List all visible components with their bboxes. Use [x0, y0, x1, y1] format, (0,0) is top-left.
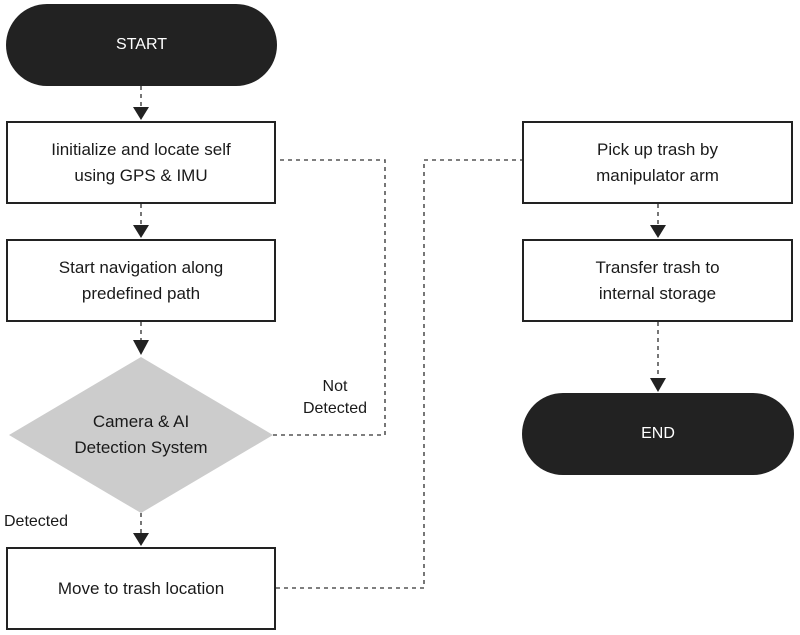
move-label: Move to trash location: [57, 578, 225, 598]
arrowhead-nav: [133, 225, 149, 238]
transfer-step: Transfer trash to internal storage: [522, 239, 793, 322]
navigation-step: Start navigation along predefined path: [6, 239, 276, 322]
transfer-label-line1: Transfer trash to: [595, 257, 720, 277]
arrowhead-move: [133, 533, 149, 546]
connector-move-to-pickup: [276, 159, 522, 589]
init-step: Iinitialize and locate self using GPS & …: [6, 121, 276, 204]
decision-label: Camera & AI Detection System: [41, 400, 241, 470]
not-detected-line1: Not: [322, 378, 348, 395]
detect-label-line1: Camera & AI: [92, 412, 190, 431]
start-label: START: [116, 36, 167, 53]
end-label: END: [641, 425, 675, 442]
detected-text: Detected: [4, 513, 69, 530]
arrowhead-init: [133, 107, 149, 120]
nav-label-line2: predefined path: [81, 283, 201, 303]
detected-edge-label: Detected: [4, 511, 68, 533]
pickup-step: Pick up trash by manipulator arm: [522, 121, 793, 204]
transfer-label-line2: internal storage: [598, 283, 717, 303]
arrowhead-end: [650, 378, 666, 392]
move-step: Move to trash location: [6, 547, 276, 630]
pickup-label-line2: manipulator arm: [596, 165, 719, 185]
detect-label-line2: Detection System: [74, 438, 208, 457]
init-label-line1: Iinitialize and locate self: [51, 139, 231, 159]
nav-label-line1: Start navigation along: [58, 257, 224, 277]
end-terminal: END: [522, 393, 794, 475]
init-label-line2: using GPS & IMU: [74, 165, 208, 185]
arrowhead-detect: [133, 340, 149, 355]
arrowhead-transfer: [650, 225, 666, 238]
not-detected-line2: Detected: [302, 400, 368, 417]
connector-not-detected-loop: [273, 159, 386, 436]
start-terminal: START: [6, 4, 277, 86]
decision-diamond: [9, 357, 273, 513]
not-detected-edge-label: Not Detected: [290, 376, 380, 420]
pickup-label-line1: Pick up trash by: [597, 139, 718, 159]
